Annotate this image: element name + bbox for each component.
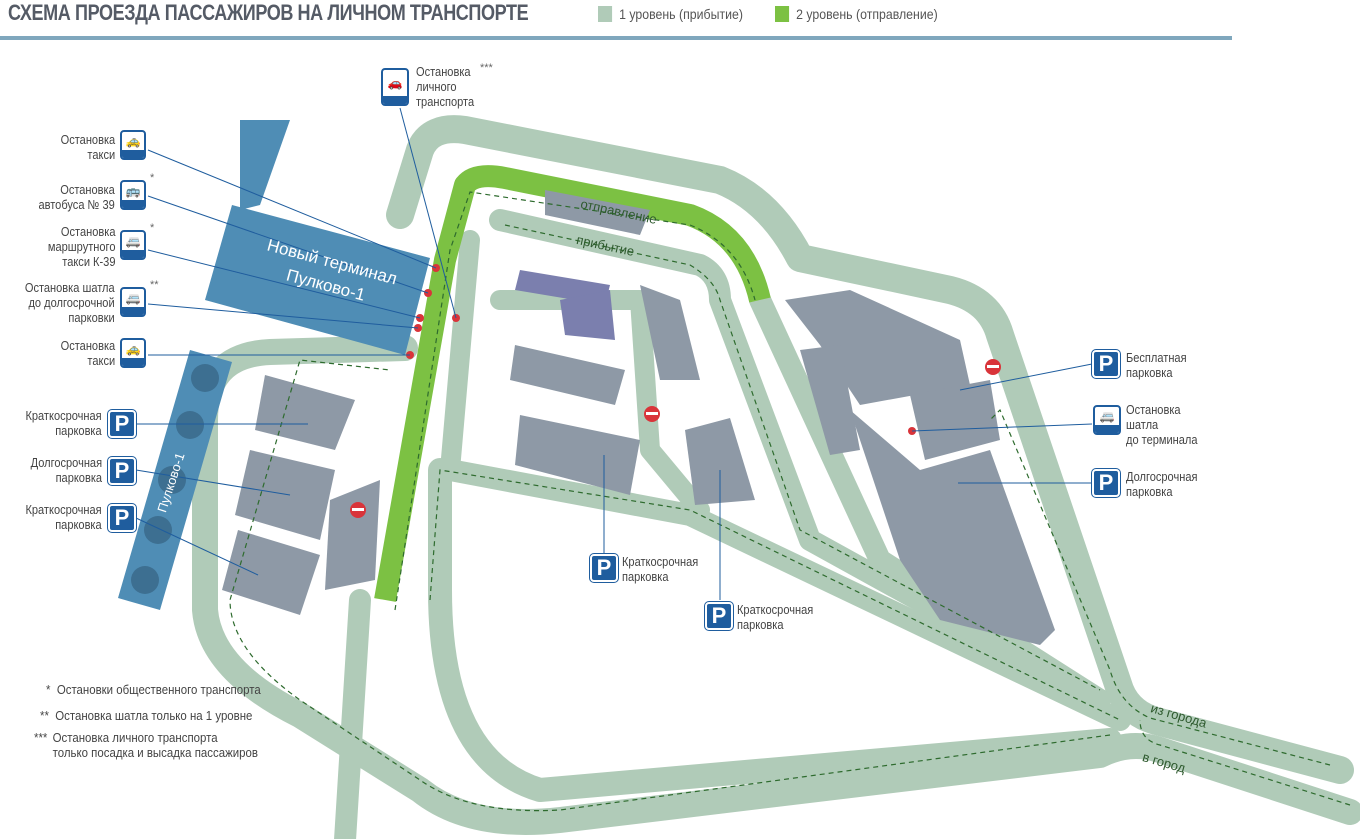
lot <box>235 450 335 540</box>
lot <box>850 410 1055 645</box>
footnote: * Остановки общественного транспорта <box>46 682 261 697</box>
lot <box>515 415 640 495</box>
header-divider <box>0 36 1232 40</box>
taxi-icon[interactable]: 🚕 <box>120 338 146 368</box>
shuttle-stop-label: Остановка шатла до терминала <box>1126 402 1198 447</box>
lot <box>640 285 700 380</box>
bus-icon[interactable]: 🚌 <box>120 180 146 210</box>
lot <box>560 290 615 340</box>
lot <box>545 190 650 235</box>
taxi-icon[interactable]: 🚕 <box>120 130 146 160</box>
footnote-mark: * <box>46 682 51 697</box>
parking-label: Долгосрочная парковка <box>30 455 102 485</box>
legend-label: 2 уровень (отправление) <box>796 6 938 22</box>
road-diagonal <box>439 459 1131 731</box>
road-inner <box>440 230 480 480</box>
parking-label: Долгосрочная парковка <box>1126 469 1198 499</box>
stop-label: Остановка такси <box>60 132 115 162</box>
footnote-text: Остановки общественного транспорта <box>56 682 261 697</box>
footnote-mark: ** <box>150 279 159 291</box>
lot <box>255 375 355 450</box>
road-level-2 <box>374 165 771 602</box>
road-inner-loop <box>428 458 1122 802</box>
parking-icon[interactable]: P <box>107 503 137 533</box>
lot <box>910 380 1000 460</box>
stop-label: Остановка такси <box>60 338 115 368</box>
legend-swatch <box>775 6 790 22</box>
legend-label: 1 уровень (прибытие) <box>619 6 743 22</box>
lot <box>325 480 380 590</box>
stop-label: Остановка маршрутного такси К-39 <box>47 224 115 269</box>
footnote: *** Остановка личного транспорта только п… <box>34 730 258 760</box>
parking-label: Краткосрочная парковка <box>737 602 814 632</box>
terminal-pier <box>240 120 290 210</box>
new-terminal <box>205 205 430 355</box>
parking-label: Бесплатная парковка <box>1126 350 1187 380</box>
private-stop-label: Остановка личного транспорта <box>416 64 475 109</box>
parking-icon[interactable]: P <box>589 553 619 583</box>
minibus-icon[interactable]: 🚐 <box>120 230 146 260</box>
footnote: ** Остановка шатла только на 1 уровне <box>40 708 252 723</box>
footnote-mark: *** <box>480 62 493 74</box>
car-icon[interactable]: 🚗 <box>381 68 409 106</box>
stop-label: Остановка автобуса № 39 <box>38 182 115 212</box>
road-right-inner <box>749 289 1111 711</box>
footnote-mark: * <box>150 222 155 234</box>
parking-label: Краткосрочная парковка <box>25 408 102 438</box>
parking-label: Краткосрочная парковка <box>25 502 102 532</box>
legend-level-1: 1 уровень (прибытие) <box>598 6 743 22</box>
parking-icon[interactable]: P <box>107 456 137 486</box>
stop-label: Остановка шатла до долгосрочной парковки <box>25 280 115 325</box>
lot <box>800 345 860 455</box>
legend-swatch <box>598 6 613 22</box>
parking-label: Краткосрочная парковка <box>622 554 699 584</box>
lot <box>685 418 755 505</box>
lot <box>785 290 970 405</box>
footnote-mark: * <box>150 172 155 184</box>
footnote-mark: *** <box>34 730 48 745</box>
parking-icon[interactable]: P <box>107 409 137 439</box>
legend-level-2: 2 уровень (отправление) <box>775 6 938 22</box>
road-left <box>334 589 371 839</box>
page-title: СХЕМА ПРОЕЗДА ПАССАЖИРОВ НА ЛИЧНОМ ТРАНС… <box>8 0 529 25</box>
parking-icon[interactable]: P <box>704 601 734 631</box>
old-terminal-domes <box>131 364 219 594</box>
footnote-text: Остановка шатла только на 1 уровне <box>55 708 253 723</box>
shuttle-icon[interactable]: 🚐 <box>120 287 146 317</box>
lot <box>222 530 320 615</box>
shuttle-icon[interactable]: 🚐 <box>1093 405 1121 435</box>
parking-lots <box>222 190 1055 645</box>
leader-lines <box>135 107 1093 600</box>
route-arrows <box>229 191 1351 812</box>
footnote-text: Остановка личного транспорта только поса… <box>52 730 258 760</box>
lot <box>510 345 625 405</box>
footnote-mark: ** <box>40 708 49 723</box>
parking-icon[interactable]: P <box>1091 349 1121 379</box>
parking-icon[interactable]: P <box>1091 468 1121 498</box>
no-entry-signs <box>350 359 1001 518</box>
